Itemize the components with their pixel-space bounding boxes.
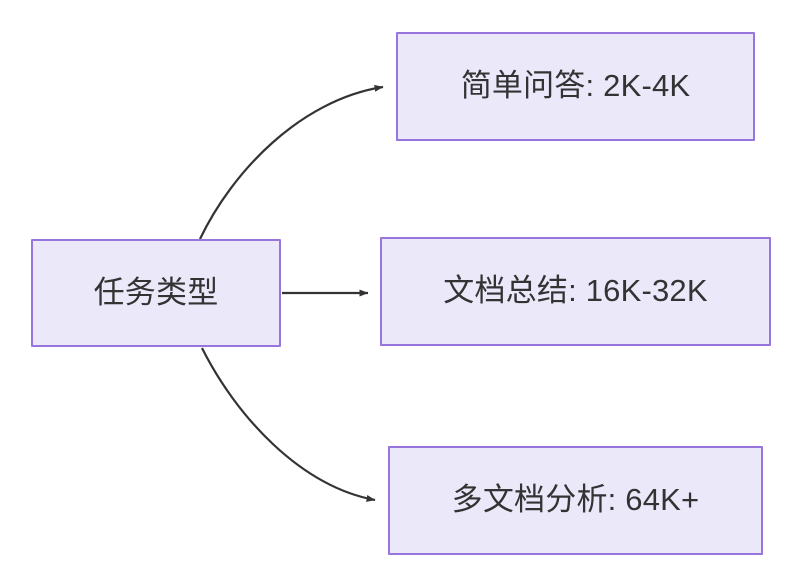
edge-source-multi	[201, 347, 376, 502]
node-simple-qa[interactable]: 简单问答: 2K-4K	[396, 32, 755, 141]
node-label: 文档总结: 16K-32K	[443, 273, 708, 309]
node-label: 多文档分析: 64K+	[451, 482, 700, 518]
node-label: 任务类型	[93, 274, 219, 310]
node-task-type[interactable]: 任务类型	[31, 239, 281, 347]
node-multi-document-analysis[interactable]: 多文档分析: 64K+	[388, 446, 763, 555]
node-document-summary[interactable]: 文档总结: 16K-32K	[380, 237, 771, 346]
edge-source-simple	[199, 84, 384, 240]
node-label: 简单问答: 2K-4K	[460, 68, 691, 104]
